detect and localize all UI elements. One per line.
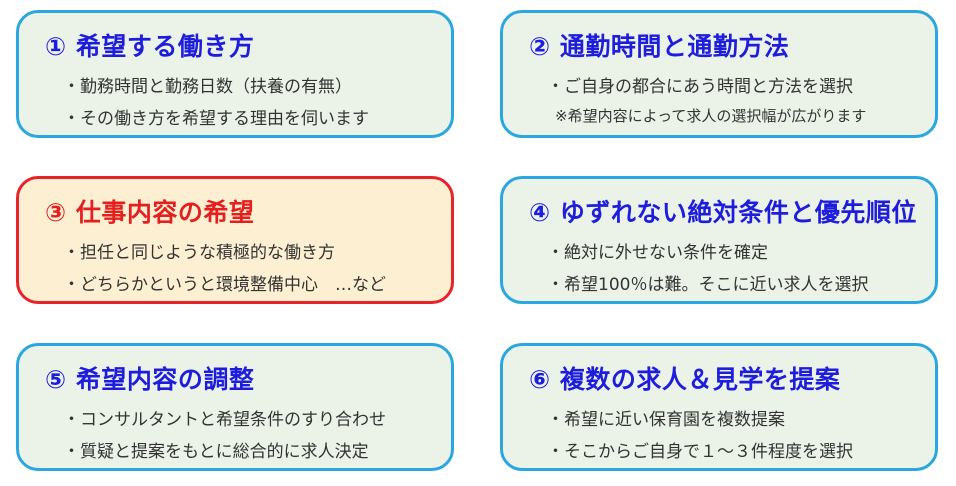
step-item: ・ご自身の都合にあう時間と方法を選択 <box>547 77 853 97</box>
step-item: ・希望に近い保育園を複数提案 <box>547 410 785 430</box>
step-6-box: ⑥ 複数の求人＆見学を提案 ・希望に近い保育園を複数提案 ・そこからご自身で１～… <box>500 343 938 471</box>
step-title: ④ ゆずれない絶対条件と優先順位 <box>529 198 917 227</box>
step-title: ⑤ 希望内容の調整 <box>45 365 255 394</box>
step-item: ・希望100％は難。そこに近い求人を選択 <box>547 275 869 295</box>
step-title: ③ 仕事内容の希望 <box>45 198 255 227</box>
step-item: ・質疑と提案をもとに総合的に求人決定 <box>63 442 369 462</box>
step-title: ⑥ 複数の求人＆見学を提案 <box>529 365 841 394</box>
step-item: ・担任と同じような積極的な働き方 <box>63 243 335 263</box>
step-2-box: ② 通勤時間と通勤方法 ・ご自身の都合にあう時間と方法を選択 ※希望内容によって… <box>500 10 938 138</box>
step-item: ・どちらかというと環境整備中心 …など <box>63 275 386 295</box>
step-5-box: ⑤ 希望内容の調整 ・コンサルタントと希望条件のすり合わせ ・質疑と提案をもとに… <box>16 343 454 471</box>
step-title: ② 通勤時間と通勤方法 <box>529 32 790 61</box>
step-4-box: ④ ゆずれない絶対条件と優先順位 ・絶対に外せない条件を確定 ・希望100％は難… <box>500 176 938 304</box>
step-item: ・絶対に外せない条件を確定 <box>547 243 768 263</box>
step-note: ※希望内容によって求人の選択幅が広がります <box>555 107 867 125</box>
step-1-box: ① 希望する働き方 ・勤務時間と勤務日数（扶養の有無） ・その働き方を希望する理… <box>16 10 454 138</box>
step-item: ・コンサルタントと希望条件のすり合わせ <box>63 410 386 430</box>
step-item: ・そこからご自身で１～３件程度を選択 <box>547 442 853 462</box>
step-3-box: ③ 仕事内容の希望 ・担任と同じような積極的な働き方 ・どちらかというと環境整備… <box>16 176 454 304</box>
step-item: ・勤務時間と勤務日数（扶養の有無） <box>63 77 352 97</box>
step-item: ・その働き方を希望する理由を伺います <box>63 109 369 129</box>
step-title: ① 希望する働き方 <box>45 32 255 61</box>
